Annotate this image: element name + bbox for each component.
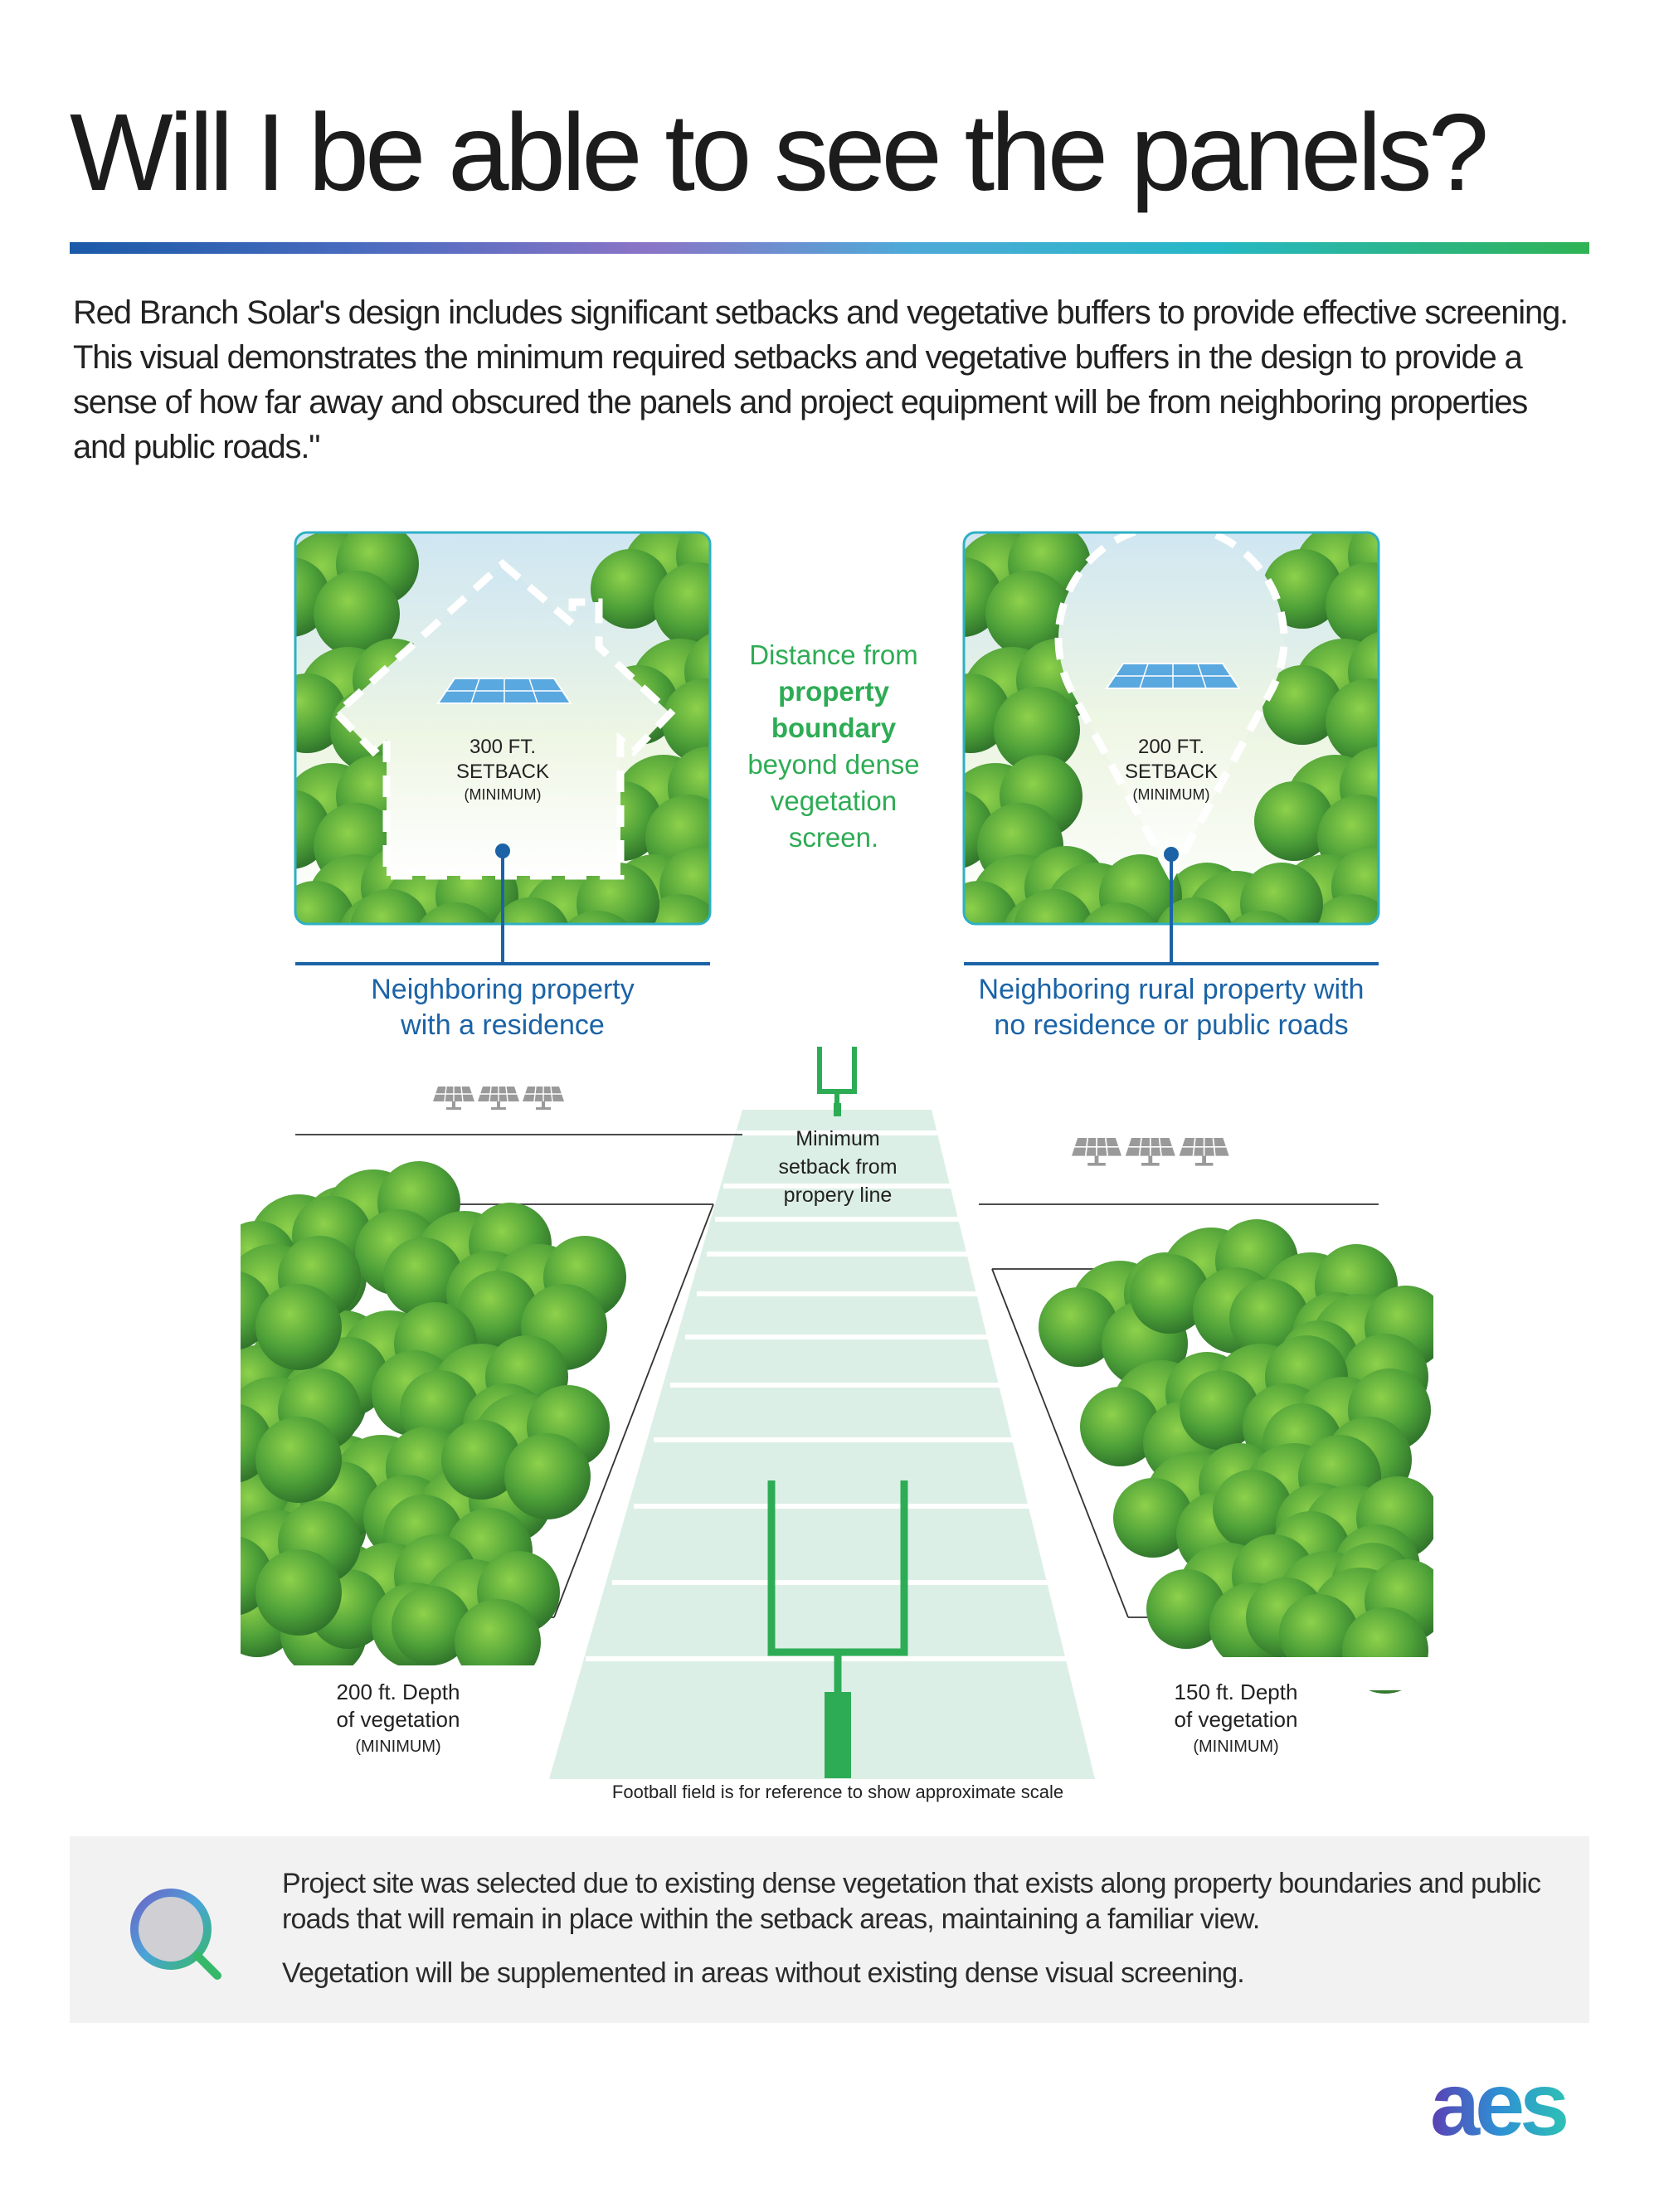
left-depth-line1: 200 ft. Depth — [336, 1680, 460, 1704]
center-distance-label: Distance from property boundary beyond d… — [722, 637, 946, 856]
note-paragraph-2: Vegetation will be supplemented in areas… — [282, 1957, 1245, 1989]
magnifier-icon — [130, 1889, 221, 1980]
house-outline-icon — [331, 559, 676, 880]
page-title: Will I be able to see the panels? — [70, 91, 1489, 213]
football-field — [549, 1110, 1095, 1779]
scale-note: Football field is for reference to show … — [611, 1782, 1064, 1802]
goalpost-icon — [817, 1047, 857, 1110]
right-vegetation — [1039, 1219, 1447, 1694]
left-setback-min: (MINIMUM) — [464, 786, 542, 803]
solar-panel-icon — [1106, 663, 1240, 689]
solar-array-right — [1071, 1137, 1230, 1167]
left-caption-line1: Neighboring property — [371, 974, 635, 1005]
left-depth-min: (MINIMUM) — [355, 1738, 441, 1756]
left-vegetation — [192, 1161, 626, 1685]
right-depth-line1: 150 ft. Depth — [1174, 1680, 1298, 1704]
right-depth-min: (MINIMUM) — [1193, 1738, 1279, 1756]
intro-paragraph: Red Branch Solar's design includes signi… — [73, 294, 1569, 465]
field-setback-line3: propery line — [783, 1184, 893, 1207]
left-depth-line2: of vegetation — [336, 1707, 460, 1732]
note-paragraph-1: Project site was selected due to existin… — [282, 1868, 1541, 1935]
solar-panel-icon — [437, 678, 572, 704]
center-label-bold1: property — [778, 676, 889, 707]
left-caption-line2: with a residence — [401, 1009, 605, 1041]
right-setback-word: SETBACK — [1124, 761, 1219, 783]
right-setback-value: 200 FT. — [1137, 736, 1205, 758]
center-label-line1: Distance from — [749, 639, 918, 670]
center-label-line4: screen. — [788, 822, 879, 853]
left-setback-word: SETBACK — [455, 761, 550, 783]
right-depth-line2: of vegetation — [1174, 1707, 1298, 1732]
aes-logo: aes — [1430, 2065, 1571, 2148]
right-caption-line2: no residence or public roads — [994, 1009, 1349, 1041]
solar-array-left — [432, 1086, 565, 1111]
left-panel-image — [295, 532, 710, 924]
center-label-line2: beyond dense — [747, 749, 920, 780]
gradient-divider — [70, 242, 1589, 254]
info-note-box: Project site was selected due to existin… — [70, 1836, 1589, 2023]
field-setback-line1: Minimum — [795, 1127, 880, 1150]
pin-outline-icon — [1054, 532, 1288, 884]
right-setback-min: (MINIMUM) — [1132, 786, 1210, 803]
left-setback-value: 300 FT. — [469, 736, 537, 758]
center-label-line3: vegetation — [770, 785, 898, 816]
center-label-bold2: boundary — [771, 712, 897, 743]
field-setback-line2: setback from — [778, 1155, 898, 1179]
logo-text: aes — [1430, 2065, 1566, 2148]
goalpost-icon — [767, 1480, 908, 1692]
right-caption-line1: Neighboring rural property with — [978, 974, 1365, 1005]
